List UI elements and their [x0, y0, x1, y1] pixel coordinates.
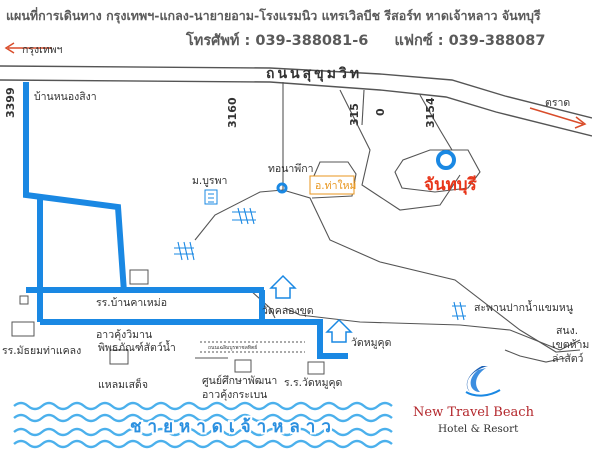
- bridge-icon: [232, 207, 256, 225]
- district-box: [309, 175, 355, 195]
- road-3399-label: 3399: [4, 87, 17, 118]
- arrow-right-icon: [529, 107, 587, 129]
- city-marker-icon: [436, 150, 456, 170]
- bridge-icon: [452, 301, 466, 321]
- museum-label: พิพธภัณฑ์สัตว์น้ำ: [98, 340, 176, 354]
- road-315-label: 315: [348, 103, 361, 126]
- trat-label: ตราด: [545, 97, 570, 109]
- wildlife-label-2: เขตห้าม: [552, 339, 589, 351]
- logo-name: New Travel Beach: [413, 405, 535, 420]
- arrow-left-icon: [4, 42, 52, 54]
- building-icon: [11, 321, 35, 337]
- bridge-icon: [174, 241, 195, 261]
- wildlife-label-3: ล่าสัตว์: [552, 352, 584, 365]
- thonaphikha-label: ทอนาพึกา: [268, 163, 313, 175]
- small-road-label: ถนนเฉลิมบูรพาชลทิตย์: [208, 344, 257, 351]
- school-mathayom-label: รร.มัธยมท่าแคลง: [2, 345, 81, 357]
- city-marker-icon: [276, 182, 288, 194]
- temple-icon: [269, 274, 297, 299]
- small-road: [195, 341, 305, 359]
- wave-icon: [13, 401, 393, 449]
- laem-sadet-label: แหลมเสด็จ: [98, 377, 148, 391]
- wat-klong-label: วัดคลองขุด: [262, 305, 314, 317]
- aow-kung-label: อาวคุ้งวิมาน: [96, 329, 152, 341]
- ban-nong-sing-label: บ้านหนองสิงา: [34, 91, 97, 103]
- fax-label: แฟกซ์ :: [394, 33, 444, 49]
- map-title: แผนที่การเดินทาง กรุงเทพฯ-แกลง-นายายอาม-…: [6, 8, 541, 23]
- fax-value: 039-388087: [448, 33, 546, 49]
- phone-value: 039-388081-6: [255, 33, 369, 49]
- building-icon: [204, 189, 218, 205]
- m-burapha-label: ม.บูรพา: [192, 175, 227, 187]
- road-3160-label: 3160: [226, 97, 239, 128]
- logo-icon: [465, 366, 501, 397]
- phone-label: โทรศัพท์ :: [186, 33, 251, 49]
- road-3154-label: 3154: [424, 97, 437, 128]
- building-icon: [109, 349, 129, 365]
- study-center-label-2: อาวคุ้งกระเบน: [202, 389, 267, 401]
- wat-mu-label: วัดหมูคุด: [351, 337, 391, 349]
- school-ban-kha-label: รร.บ้านคาเหม่อ: [96, 297, 167, 309]
- building-icon: [234, 359, 252, 373]
- school-wat-mu-label: ร.ร.วัดหมูคุด: [284, 377, 342, 389]
- study-center-label: ศูนย์ศึกษาพัฒนา: [202, 374, 277, 387]
- sukhumvit-road: [0, 65, 592, 137]
- o-tha-mai-label: อ.ท่าใหม่: [315, 179, 356, 192]
- bangkok-label: กรุงเทพฯ: [22, 44, 63, 56]
- logo-sub: Hotel & Resort: [438, 423, 519, 435]
- building-icon: [307, 361, 325, 375]
- sukhumvit-label: ถนนสุขุมวิท: [266, 66, 362, 82]
- building-icon: [19, 295, 29, 305]
- wildlife-label-1: สนง.: [556, 325, 578, 337]
- building-icon: [129, 269, 149, 285]
- chanthaburi-label: จันทบุรี: [424, 174, 478, 195]
- road-0-label: 0: [374, 108, 387, 116]
- side-roads: [194, 82, 581, 363]
- bridge-label: สะพานปากน้ำแขมหนู: [474, 300, 573, 314]
- main-route: [23, 82, 348, 359]
- temple-icon: [325, 318, 353, 343]
- contact-line: โทรศัพท์ : 039-388081-6 แฟกซ์ : 039-3880…: [186, 29, 545, 52]
- beach-label: ชายหาดเจ้าหลาว: [130, 417, 337, 437]
